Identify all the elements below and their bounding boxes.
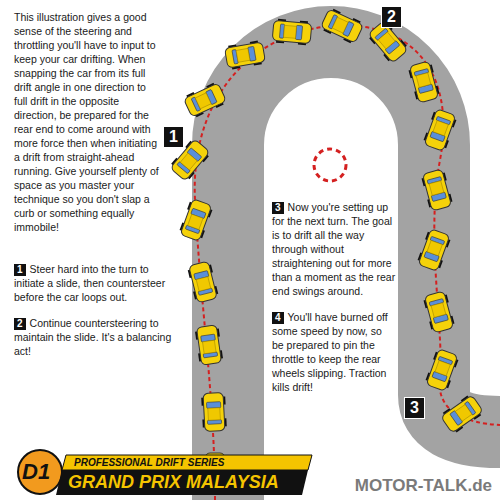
drift-line [195,25,500,500]
callout-number: 1 [163,126,184,148]
step-text: You'll have burned off some speed by now… [272,311,388,393]
step-note: 1Steer hard into the turn to initiate a … [14,262,180,304]
step-number: 3 [272,202,284,214]
step-text: Continue countersteering to maintain the… [14,317,171,357]
road [228,42,500,500]
logo-band-yellow [62,455,312,470]
logo-title: GRAND PRIX MALAYSIA [68,471,279,494]
callout-number: 3 [404,397,425,419]
logo-mark: D1 [22,460,50,484]
intro-text: This illustration gives a good sense of … [14,10,160,234]
step-number: 4 [272,312,284,324]
logo-badge [18,450,62,494]
cone-circle [314,149,346,181]
step-note: 4You'll have burned off some speed by no… [272,310,396,394]
step-note: 3Now you're setting up for the next turn… [272,200,396,298]
logo-band-black [56,470,308,495]
logo-subtitle: PROFESSIONAL DRIFT SERIES [74,456,224,469]
intro-text: This illustration gives a good sense of … [14,11,159,233]
watermark: MOTOR-TALK.de [355,476,492,496]
step-text: Now you're setting up for the next turn.… [272,201,395,297]
step-number: 2 [14,318,26,330]
cars [169,7,485,491]
step-text: Steer hard into the turn to initiate a s… [14,263,165,303]
callout-number: 2 [381,6,402,28]
step-number: 1 [14,264,26,276]
step-note: 2Continue countersteering to maintain th… [14,316,180,358]
